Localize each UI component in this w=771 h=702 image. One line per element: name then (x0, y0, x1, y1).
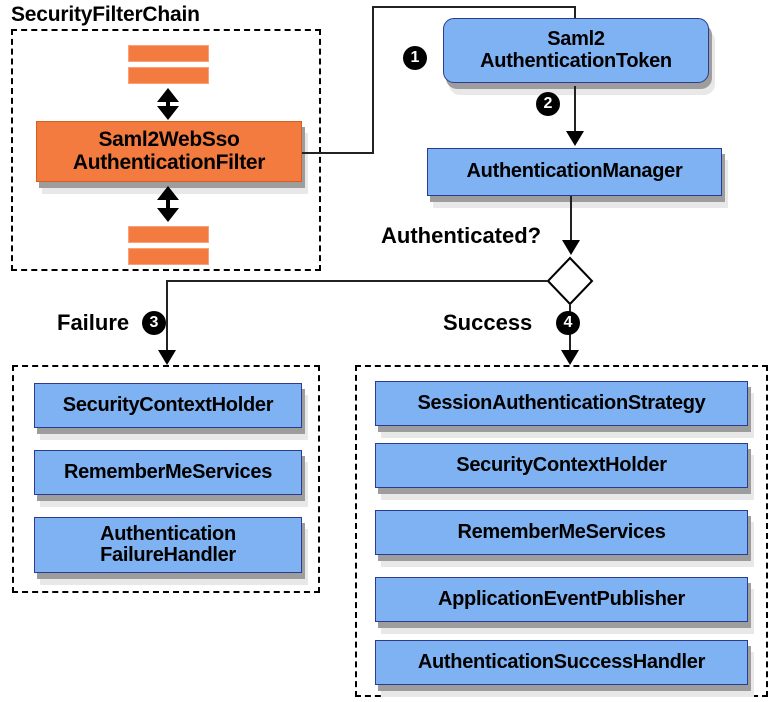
group-security-filter-chain (11, 29, 321, 271)
filter-chain-connector-top (157, 88, 179, 120)
node-failure-security-context-holder[interactable]: SecurityContextHolder (34, 383, 308, 440)
success-branch-label: Success (443, 310, 533, 335)
node-label-line2: FailureHandler (100, 544, 236, 566)
node-face: Authentication FailureHandler (34, 517, 302, 573)
node-face: AuthenticationSuccessHandler (375, 640, 748, 685)
filter-bar-bottom-1 (128, 226, 209, 243)
filter-bar-bottom-2 (128, 248, 209, 265)
node-label: SessionAuthenticationStrategy (417, 391, 706, 414)
node-success-authentication-success-handler[interactable]: AuthenticationSuccessHandler (375, 640, 754, 697)
connector-token-to-manager (574, 86, 576, 133)
arrowhead-manager-to-decision (562, 240, 580, 255)
filter-bar-top-2 (128, 67, 209, 84)
step-badge-4: 4 (556, 311, 580, 335)
node-success-remember-me-services[interactable]: RememberMeServices (375, 510, 754, 567)
token-label-line2: AuthenticationToken (480, 49, 672, 72)
node-face: SessionAuthenticationStrategy (375, 381, 748, 426)
node-failure-remember-me-services[interactable]: RememberMeServices (34, 450, 308, 507)
node-face: AuthenticationManager (427, 148, 722, 196)
node-success-session-authentication-strategy[interactable]: SessionAuthenticationStrategy (375, 381, 754, 438)
decision-question-label: Authenticated? (381, 223, 542, 248)
node-label: ApplicationEventPublisher (438, 587, 685, 610)
token-label-line1: Saml2 (547, 28, 605, 51)
arrowhead-failure-branch (158, 350, 176, 365)
node-label: SecurityContextHolder (62, 393, 274, 416)
node-success-application-event-publisher[interactable]: ApplicationEventPublisher (375, 577, 754, 634)
connector-filter-to-token-h1 (302, 152, 374, 154)
node-label: RememberMeServices (457, 520, 666, 543)
connector-filter-to-token-v (372, 6, 374, 154)
node-face: Saml2 AuthenticationToken (443, 18, 709, 83)
failure-branch-label: Failure (57, 310, 130, 335)
step-badge-1: 1 (403, 46, 427, 70)
group-failure-handlers (12, 365, 320, 593)
node-face: ApplicationEventPublisher (375, 577, 748, 622)
group-caption-security-filter-chain: SecurityFilterChain (11, 3, 200, 26)
arrowhead-token-to-manager (566, 131, 584, 146)
step-badge-2: 2 (536, 92, 560, 116)
node-label: SecurityContextHolder (456, 453, 667, 476)
node-success-security-context-holder[interactable]: SecurityContextHolder (375, 443, 754, 500)
node-face: SecurityContextHolder (375, 443, 748, 488)
filter-bar-top-1 (128, 45, 209, 62)
node-authentication-manager[interactable]: AuthenticationManager (427, 148, 728, 208)
node-face: Saml2WebSso AuthenticationFilter (36, 121, 302, 182)
connector-decision-failure-h (167, 280, 548, 282)
node-label-line1: Authentication (100, 522, 236, 545)
node-label: AuthenticationSuccessHandler (417, 650, 706, 673)
node-face: RememberMeServices (375, 510, 748, 555)
node-saml2-authentication-token[interactable]: Saml2 AuthenticationToken (443, 18, 715, 95)
step-badge-3: 3 (142, 311, 166, 335)
filter-label-line2: AuthenticationFilter (72, 150, 266, 174)
arrowhead-success-branch (561, 350, 579, 365)
connector-decision-failure-v (166, 280, 168, 353)
node-face: RememberMeServices (34, 450, 302, 495)
node-saml2-websso-authentication-filter[interactable]: Saml2WebSso AuthenticationFilter (36, 121, 308, 194)
node-face: SecurityContextHolder (34, 383, 302, 428)
connector-filter-to-token-h2 (372, 6, 576, 8)
filter-label-line1: Saml2WebSso (98, 128, 240, 152)
decision-diamond (546, 256, 594, 306)
node-failure-authentication-failure-handler[interactable]: Authentication FailureHandler (34, 517, 308, 585)
filter-chain-connector-bottom (157, 186, 179, 222)
connector-manager-to-decision (570, 196, 572, 242)
authentication-manager-label: AuthenticationManager (466, 160, 683, 183)
node-label: RememberMeServices (63, 460, 273, 483)
